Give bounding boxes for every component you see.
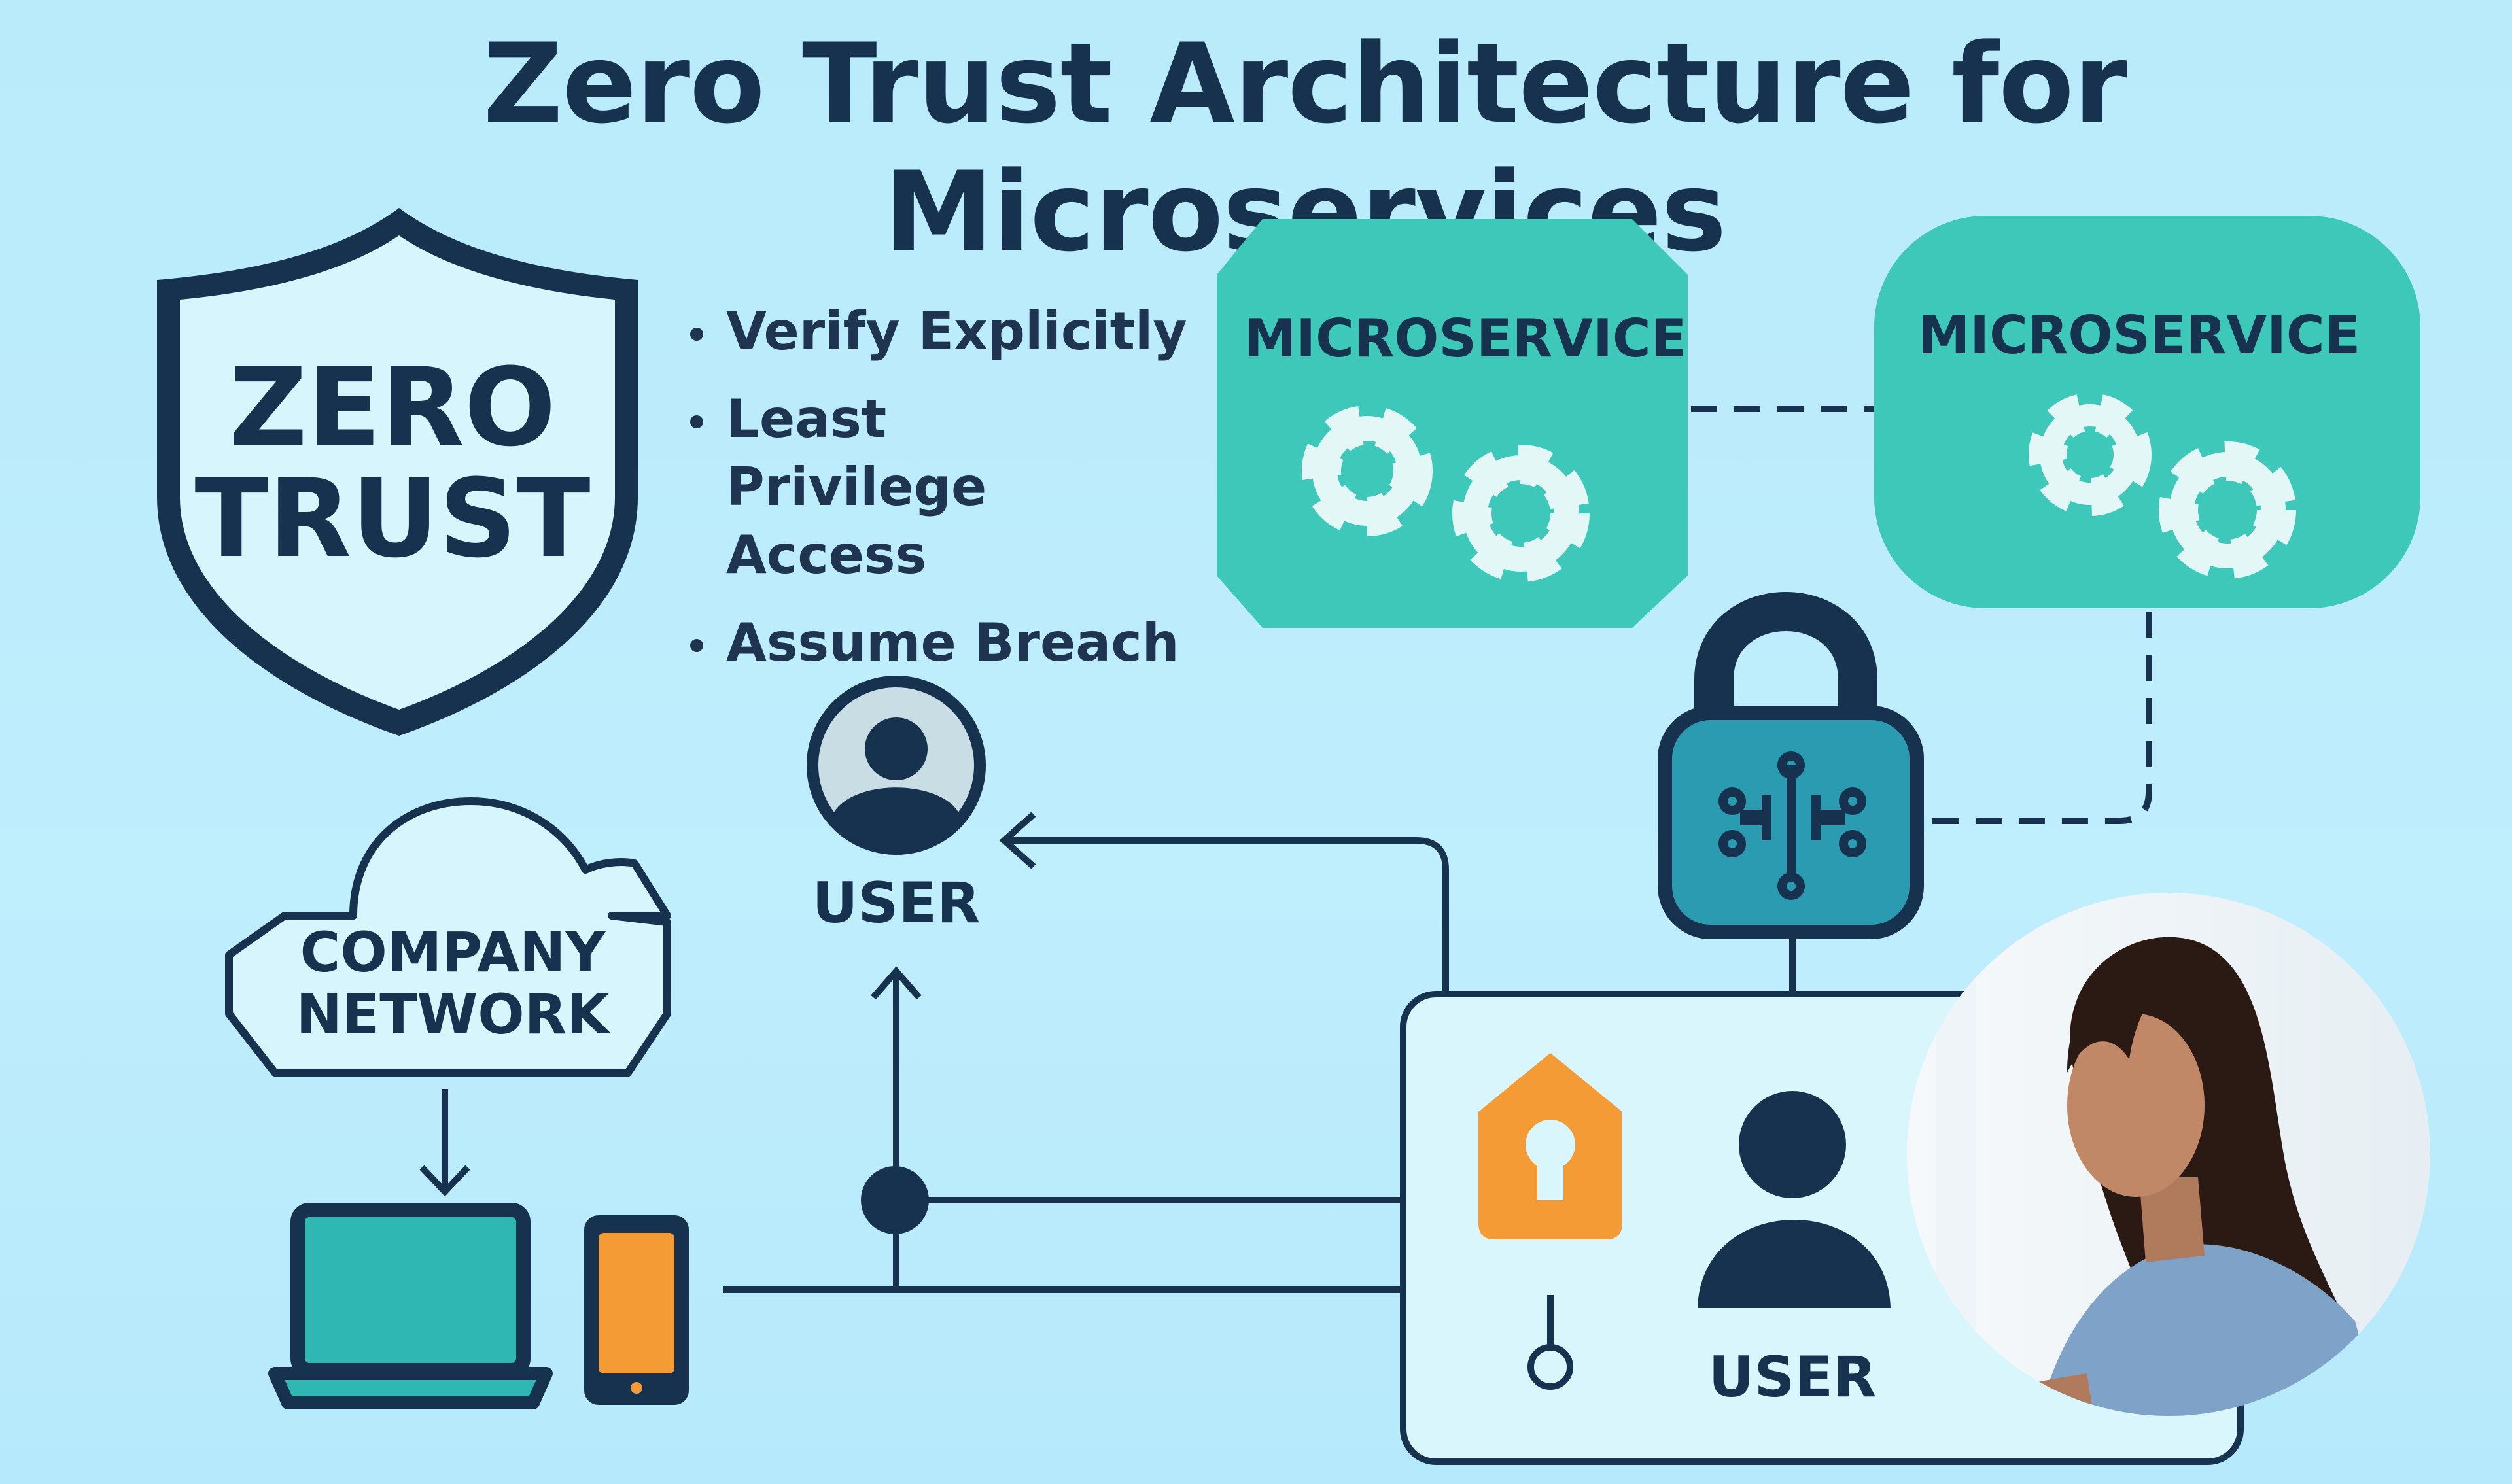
microservice-node-2: MICROSERVICE <box>1874 216 2420 608</box>
gears-icon <box>1302 406 1590 582</box>
laptop-icon <box>268 1203 553 1409</box>
user-bottom-label: USER <box>1709 1345 1877 1410</box>
lock-link <box>1917 612 2152 824</box>
gears-icon <box>2029 393 2296 579</box>
user-top-label: USER <box>812 871 981 936</box>
circuit-icon <box>1718 751 1866 900</box>
cloud-icon: COMPANY NETWORK <box>225 797 671 1077</box>
padlock-icon <box>1658 592 1924 939</box>
principles-list: Verify Explicitly Least Privilege Access… <box>680 298 1187 697</box>
shield-icon: ZERO TRUST <box>157 208 638 736</box>
microservice-node-1: MICROSERVICE <box>1217 219 1688 628</box>
principle-least-privilege: Least Privilege Access <box>680 385 1145 589</box>
keyhole-lock-icon <box>1478 1053 1622 1239</box>
principle-assume-breach: Assume Breach <box>680 609 1187 677</box>
network-label-line2: NETWORK <box>296 982 612 1046</box>
shield-text-zero: ZERO <box>229 345 556 470</box>
phone-icon <box>584 1215 689 1405</box>
user-icon <box>1698 1091 1891 1308</box>
microservice-2-label: MICROSERVICE <box>1918 305 2361 366</box>
network-label-line1: COMPANY <box>300 920 606 984</box>
principle-verify: Verify Explicitly <box>680 298 1187 366</box>
user-icon <box>807 676 986 855</box>
shield-text-trust: TRUST <box>195 456 591 581</box>
microservice-1-label: MICROSERVICE <box>1244 308 1687 369</box>
diagram-title: Zero Trust Architecture for Microservice… <box>483 20 2128 276</box>
